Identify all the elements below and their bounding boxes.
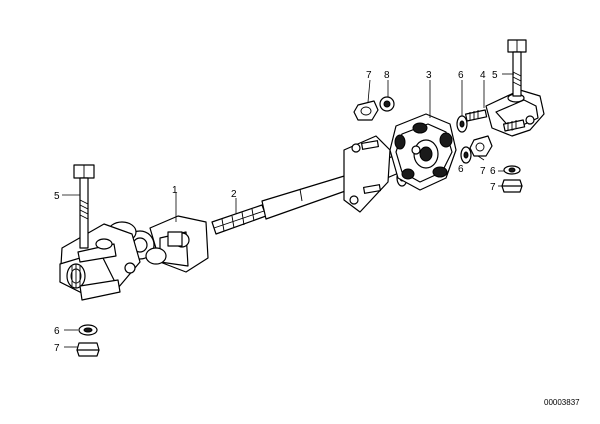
- callout-2: 2: [231, 189, 237, 200]
- callout-labels: 1 2 3 4 5 5 6 7 7 8 6 6 7 6 7: [54, 70, 498, 354]
- washer-coupling: [456, 115, 468, 133]
- callout-7-top: 7: [366, 70, 372, 81]
- callout-5-right: 5: [492, 70, 498, 81]
- callout-7-right: 7: [490, 182, 496, 193]
- washer-left: [78, 324, 98, 336]
- callout-6-left: 6: [54, 326, 60, 337]
- document-number: 00003837: [544, 398, 580, 407]
- callout-1: 1: [172, 185, 178, 196]
- shaft-flange: [343, 135, 391, 213]
- nut-left: [76, 342, 100, 357]
- nut-right: [501, 179, 523, 193]
- nut-coupling: [469, 135, 493, 157]
- callout-7-lower: 7: [480, 166, 486, 177]
- washer-coupling-lower: [460, 146, 472, 164]
- universal-joint: [59, 215, 209, 301]
- nut-top: [353, 100, 379, 121]
- clamp-bolt-left: [73, 164, 95, 249]
- callout-8: 8: [384, 70, 390, 81]
- callout-4: 4: [480, 70, 486, 81]
- leader-lines: [62, 73, 514, 348]
- callout-5-left: 5: [54, 191, 60, 202]
- callout-6-top: 6: [458, 70, 464, 81]
- bracket-arm: [464, 89, 545, 137]
- callout-6-flange: 6: [458, 164, 464, 175]
- clamp-bolt-right: [507, 39, 527, 97]
- callout-6-right: 6: [490, 166, 496, 177]
- callout-7-left: 7: [54, 343, 60, 354]
- washer-right: [503, 165, 521, 175]
- callout-3: 3: [426, 70, 432, 81]
- washer-top: [379, 96, 395, 112]
- flexible-coupling: [389, 113, 457, 191]
